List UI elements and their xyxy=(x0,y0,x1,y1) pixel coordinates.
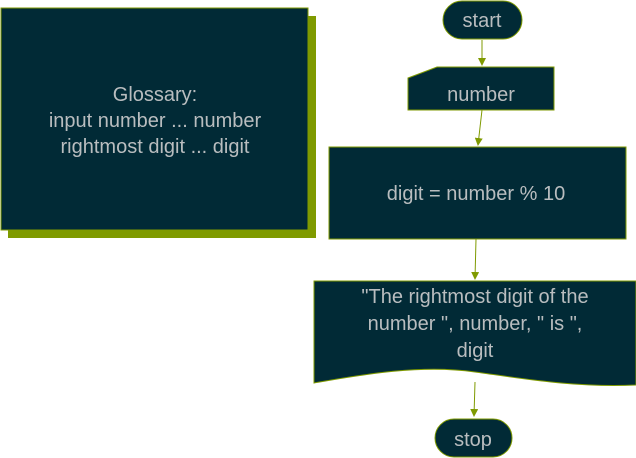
output-line-2: number ", number, " is ", xyxy=(368,313,583,335)
arrow-input-to-process xyxy=(474,109,483,146)
stop-node: stop xyxy=(434,418,513,458)
process-node: digit = number % 10 xyxy=(328,146,627,240)
stop-label: stop xyxy=(454,429,492,451)
process-shape xyxy=(328,146,627,240)
glossary-note: Glossary: input number ... number rightm… xyxy=(0,7,316,238)
output-node: "The rightmost digit of the number ", nu… xyxy=(313,280,636,387)
output-line-3: digit xyxy=(457,340,494,362)
glossary-title: Glossary: xyxy=(113,84,197,106)
arrow-process-to-output xyxy=(471,238,480,280)
input-shape xyxy=(407,66,555,111)
start-node: start xyxy=(442,0,523,40)
input-label: number xyxy=(447,84,515,106)
stop-shape xyxy=(434,418,513,458)
arrow-output-to-stop xyxy=(470,381,479,417)
start-shape xyxy=(442,0,523,40)
start-label: start xyxy=(463,10,502,32)
glossary-box xyxy=(0,7,309,231)
input-node: number xyxy=(407,66,555,111)
glossary-entry-number: input number ... number xyxy=(49,110,262,132)
output-shape xyxy=(313,280,636,387)
output-line-1: "The rightmost digit of the xyxy=(361,286,588,308)
glossary-entry-digit: rightmost digit ... digit xyxy=(61,136,250,158)
process-label: digit = number % 10 xyxy=(387,183,565,205)
